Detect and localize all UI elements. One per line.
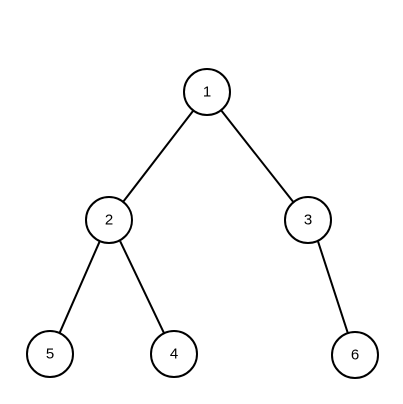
node-label: 5 [46,346,54,363]
node-circle [26,330,74,378]
tree-node-4: 4 [150,330,198,378]
tree-node-6: 6 [331,331,379,379]
node-circle [85,196,133,244]
node-circle [331,331,379,379]
node-label: 2 [105,212,113,229]
node-label: 6 [351,347,359,364]
node-circle [284,196,332,244]
edge-1-2 [122,110,194,203]
tree-node-2: 2 [85,196,133,244]
node-label: 1 [203,84,211,101]
edge-3-6 [317,241,349,334]
node-circle [150,330,198,378]
tree-node-1: 1 [183,68,231,116]
edge-1-3 [220,110,295,203]
edge-2-5 [58,241,101,334]
edges-group [58,110,349,334]
node-label: 4 [170,346,178,363]
edge-2-4 [119,240,165,334]
tree-node-5: 5 [26,330,74,378]
tree-node-3: 3 [284,196,332,244]
node-label: 3 [304,212,312,229]
node-circle [183,68,231,116]
